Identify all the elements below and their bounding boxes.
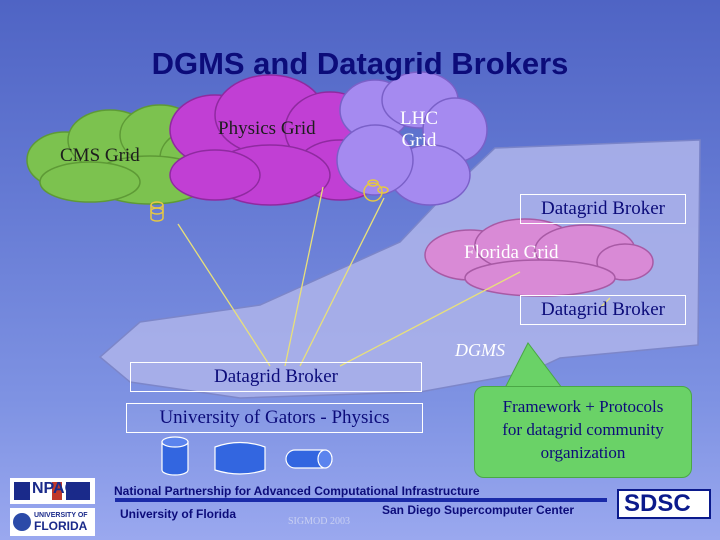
uf-logo-text-line1: UNIVERSITY OF <box>34 512 88 519</box>
physics-grid-label: Physics Grid <box>218 118 316 139</box>
document-icon <box>214 441 266 475</box>
sdsc-logo <box>617 489 711 519</box>
tape-icon <box>285 449 333 469</box>
lhc-storage-icon <box>363 179 389 202</box>
database-icon <box>161 436 189 476</box>
sdsc-logo-text: SDSC <box>624 490 691 517</box>
footer-sdsc: San Diego Supercomputer Center <box>382 503 575 517</box>
datagrid-broker-middle: Datagrid Broker <box>520 295 686 325</box>
callout-line-3: organization <box>540 443 626 462</box>
dgms-label: DGMS <box>455 340 505 360</box>
footer-npaci: National Partnership for Advanced Comput… <box>114 484 480 498</box>
uf-logo-text: UNIVERSITY OF FLORIDA <box>34 510 88 532</box>
university-box: University of Gators - Physics <box>126 403 423 433</box>
florida-grid-label: Florida Grid <box>464 242 559 263</box>
lhc-grid-label-line2: Grid <box>401 130 437 151</box>
uf-logo-text-line2: FLORIDA <box>34 519 88 533</box>
uf-logo <box>10 508 95 536</box>
florida-grid-cloud <box>424 218 654 297</box>
dgms-region <box>98 139 701 399</box>
datagrid-broker-top: Datagrid Broker <box>520 194 686 224</box>
cms-grid-label: CMS Grid <box>60 145 140 166</box>
callout-line-2: for datagrid community <box>502 420 664 439</box>
lhc-grid-label: LHC Grid <box>400 108 438 152</box>
callout-note: Framework + Protocols for datagrid commu… <box>474 386 692 478</box>
datagrid-broker-bottom: Datagrid Broker <box>130 362 422 392</box>
footer-conference: SIGMOD 2003 <box>288 516 350 527</box>
footer-uf: University of Florida <box>120 507 237 521</box>
npaci-logo-text: NPACI <box>32 480 81 497</box>
cms-storage-icon <box>150 201 164 222</box>
slide-title: DGMS and Datagrid Brokers <box>151 46 569 81</box>
npaci-logo <box>10 478 95 504</box>
lhc-grid-label-line1: LHC <box>400 108 438 129</box>
footer-bar <box>115 498 607 502</box>
connection-lines <box>177 186 611 367</box>
callout-line-1: Framework + Protocols <box>502 397 664 416</box>
bottom-shapes <box>161 436 333 476</box>
lhc-grid-cloud <box>336 71 488 206</box>
